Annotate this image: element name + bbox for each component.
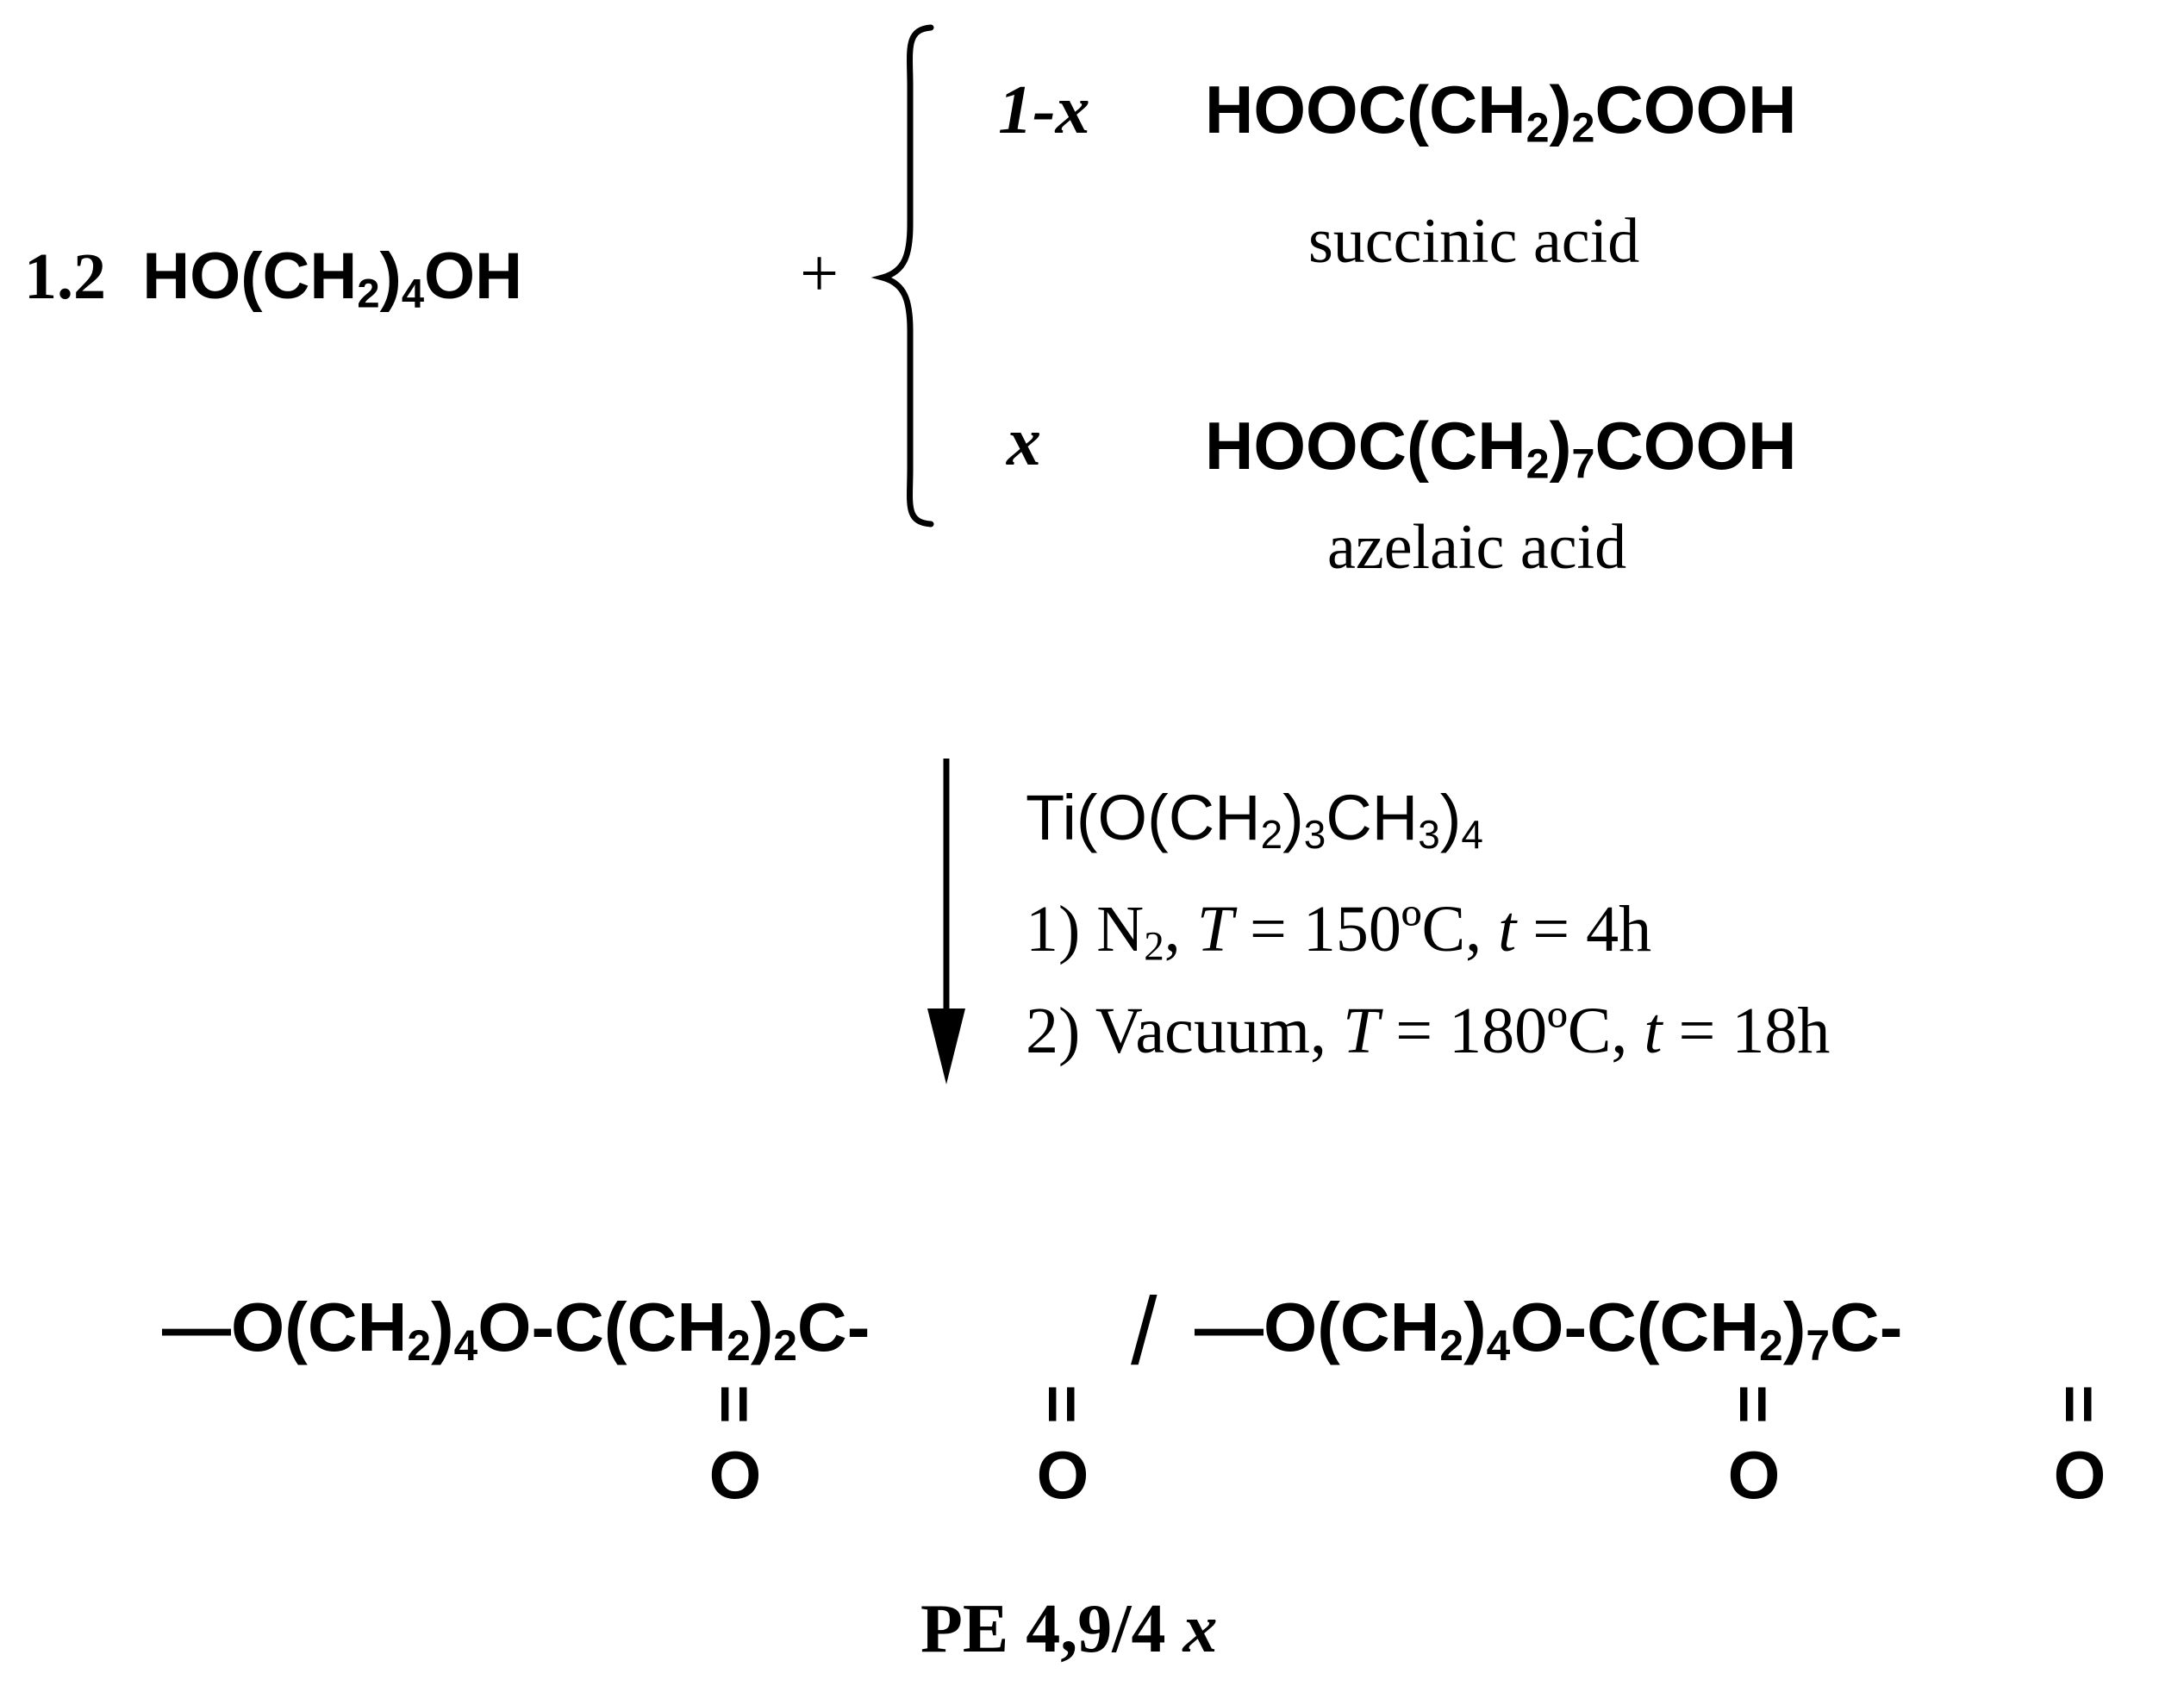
azelaic-coefficient: x xyxy=(1007,404,1041,480)
carbonyl-oxygen-2: = O xyxy=(1025,1384,1101,1513)
diol-reactant: 1.2 HO(CH2)4OH xyxy=(24,244,522,314)
carbonyl-carbon-4: C xyxy=(1829,1289,1880,1365)
segment-azelate: —O(CH2)4O-C(CH2)7C- xyxy=(1195,1289,1903,1370)
succinic-coefficient: 1-x xyxy=(998,72,1090,148)
succinic-name: succinic acid xyxy=(1308,206,1640,277)
carbonyl-carbon-3: C xyxy=(1587,1289,1637,1365)
condition-step-2: 2) Vacuum, T = 180ºC, t = 18h xyxy=(1026,995,1831,1067)
carbonyl-oxygen-4: = O xyxy=(2042,1384,2118,1513)
succinic-formula: HOOC(CH2)2COOH xyxy=(1205,72,1797,152)
diol-formula: HO(CH2)4OH xyxy=(142,240,523,316)
curly-brace-icon xyxy=(870,24,934,528)
plus-sign: + xyxy=(800,236,839,312)
product-name: PE 4,9/4 x xyxy=(920,1591,1218,1667)
catalyst-formula: Ti(O(CH2)3CH3)4 xyxy=(1026,782,1483,858)
carbonyl-carbon-2: C xyxy=(796,1289,847,1365)
carbonyl-carbon-1: C xyxy=(554,1289,604,1365)
azelaic-formula: HOOC(CH2)7COOH xyxy=(1205,408,1797,488)
condition-step-1: 1) N2, T = 150ºC, t = 4h xyxy=(1026,893,1652,970)
product-chain-2: —O(CH2)4O-C(CH2)7C- xyxy=(1195,1293,1902,1367)
carbonyl-oxygen-1: = O xyxy=(697,1384,773,1513)
product-chain: —O(CH2)4O-C(CH2)2C- xyxy=(162,1293,870,1367)
carbonyl-oxygen-3: = O xyxy=(1716,1384,1792,1513)
copolymer-separator: / xyxy=(1131,1278,1158,1384)
reaction-arrow-icon xyxy=(927,759,965,1084)
diol-coefficient: 1.2 xyxy=(24,240,106,313)
segment-succinate: —O(CH2)4O-C(CH2)2C- xyxy=(162,1289,870,1370)
azelaic-name: azelaic acid xyxy=(1327,512,1627,583)
